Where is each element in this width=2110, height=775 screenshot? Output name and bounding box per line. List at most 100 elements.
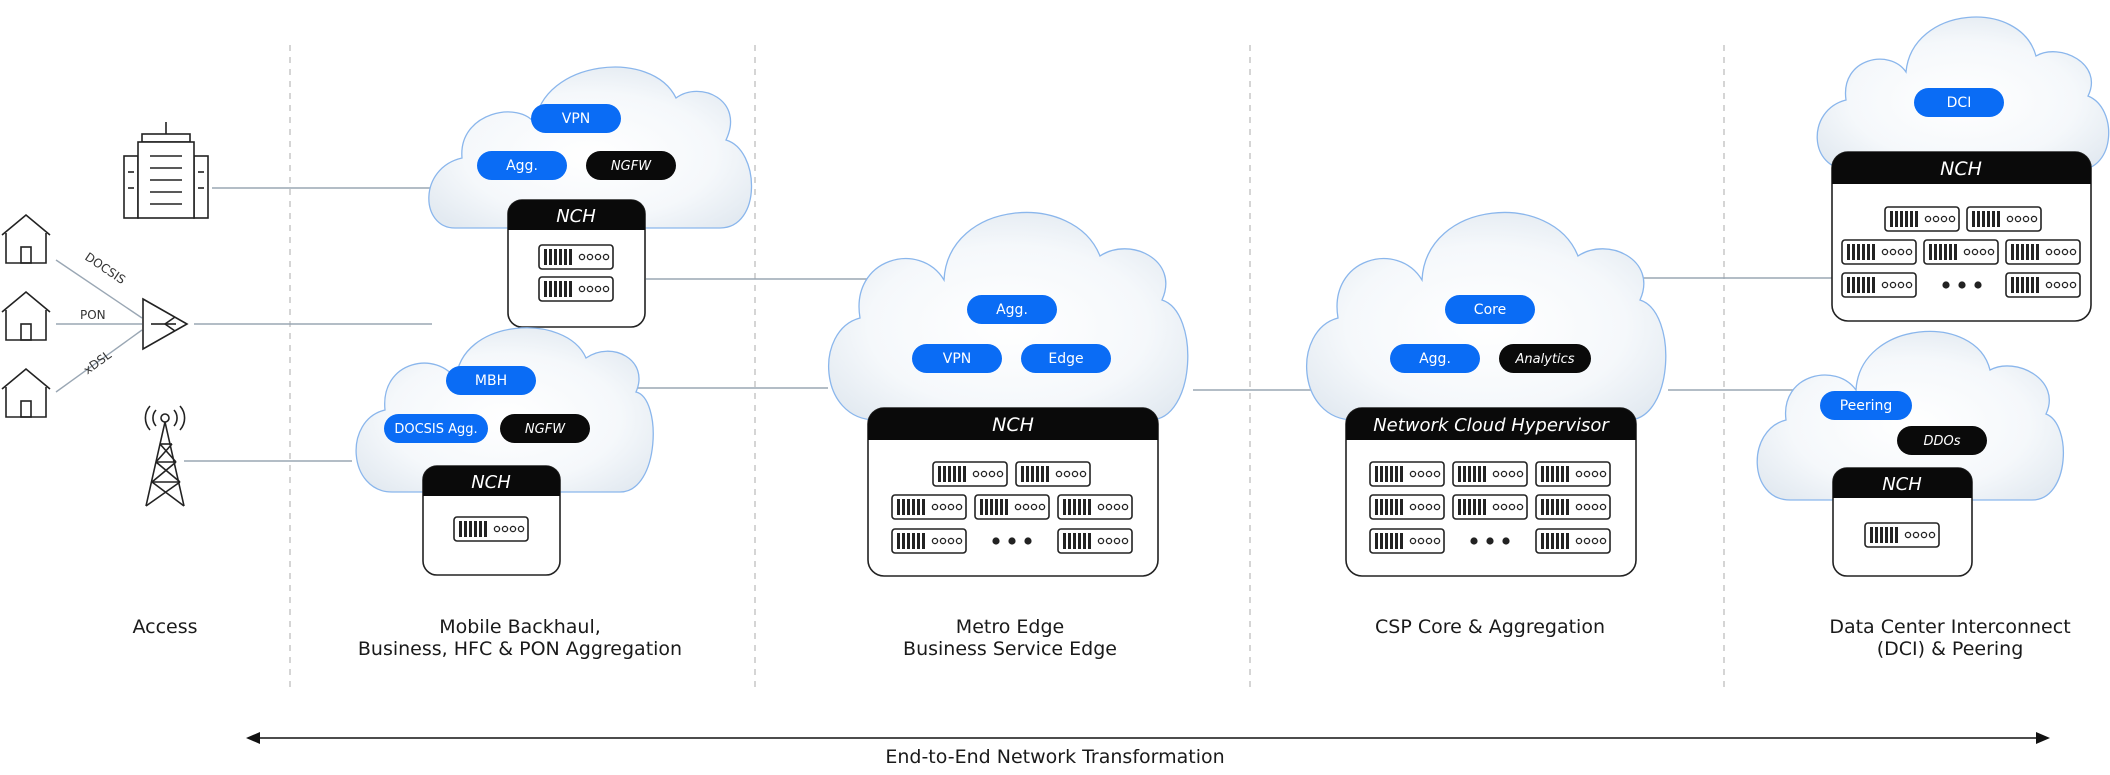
- transformation-arrow: [246, 732, 2050, 744]
- server-icon: [1966, 206, 2042, 232]
- pill-peering: Peering: [1820, 391, 1912, 420]
- ellipsis-icon: [992, 537, 1032, 545]
- server-icon: [1015, 461, 1091, 487]
- pill-agg: Agg.: [967, 295, 1057, 324]
- label-line: (DCI) & Peering: [1876, 638, 2024, 660]
- label-line: Access: [132, 616, 198, 638]
- access-link-lines: [55, 259, 143, 393]
- pill-core: Core: [1445, 295, 1535, 324]
- pill-label: Agg.: [506, 158, 538, 174]
- server-icon: [1923, 239, 1999, 265]
- pill-agg: Agg.: [1390, 344, 1480, 373]
- office-building-icon: [123, 122, 209, 219]
- server-icon: [1369, 461, 1445, 487]
- server-icon: [1452, 461, 1528, 487]
- nch-title: NCH: [1882, 474, 1922, 495]
- label-line: Metro Edge: [955, 616, 1065, 638]
- pill-label: Edge: [1048, 351, 1083, 367]
- pill-edge: Edge: [1021, 344, 1111, 373]
- nch-box: NCH: [1832, 467, 1973, 577]
- pill-label: VPN: [562, 111, 591, 127]
- cloud-shape: [1756, 330, 2064, 501]
- server-icon: [974, 494, 1050, 520]
- nch-box: Network Cloud Hypervisor: [1345, 407, 1637, 577]
- pill-label: VPN: [943, 351, 972, 367]
- server-icon: [932, 461, 1008, 487]
- pill-vpn: VPN: [531, 104, 621, 133]
- label-line: Business, HFC & PON Aggregation: [357, 638, 683, 660]
- cloud-shape: [355, 327, 654, 493]
- pill-label: MBH: [475, 373, 507, 389]
- section-label-dci-peering: Data Center Interconnect (DCI) & Peering: [1800, 616, 2100, 660]
- link-label-xdsl: xDSL: [81, 348, 114, 378]
- link-label-pon: PON: [80, 308, 106, 322]
- nch-title: NCH: [992, 414, 1034, 436]
- cloud-mobile-top: VPN Agg. NGFW NCH: [428, 66, 753, 328]
- splitter-icon: [142, 297, 189, 351]
- server-icon: [538, 244, 614, 270]
- nch-title: NCH: [471, 472, 511, 493]
- label-line: CSP Core & Aggregation: [1375, 616, 1605, 638]
- server-icon: [1452, 494, 1528, 520]
- pill-label: Peering: [1840, 398, 1893, 414]
- server-icon: [1535, 528, 1611, 554]
- pill-docsis-agg: DOCSIS Agg.: [384, 414, 488, 443]
- pill-ddos: DDOs: [1897, 426, 1987, 455]
- server-icon: [453, 516, 529, 542]
- server-icon: [2005, 272, 2081, 298]
- cloud-core: Core Agg. Analytics Network Cloud Hyperv…: [1306, 212, 1667, 577]
- pill-label: DCI: [1947, 95, 1972, 111]
- cloud-shape: [428, 66, 753, 229]
- nch-box: NCH: [422, 465, 561, 576]
- house-icon: [1, 368, 51, 418]
- house-icon: [1, 214, 51, 264]
- cloud-mobile-bottom: MBH DOCSIS Agg. NGFW NCH: [355, 327, 654, 576]
- nch-box: NCH: [1831, 151, 2092, 322]
- server-icon: [1369, 528, 1445, 554]
- server-icon: [1864, 522, 1940, 548]
- pill-dci: DCI: [1914, 88, 2004, 117]
- label-line: Business Service Edge: [903, 638, 1117, 660]
- server-icon: [538, 276, 614, 302]
- nch-box: NCH: [867, 407, 1159, 577]
- footer-label: End-to-End Network Transformation: [885, 746, 1225, 768]
- server-icon: [1535, 461, 1611, 487]
- ellipsis-icon: [1942, 281, 1982, 289]
- ellipsis-icon: [1470, 537, 1510, 545]
- pill-label: Agg.: [1419, 351, 1451, 367]
- pill-ngfw: NGFW: [586, 151, 676, 180]
- cell-tower-icon: [144, 405, 186, 507]
- server-icon: [891, 494, 967, 520]
- server-icon: [1057, 528, 1133, 554]
- cloud-peering: Peering DDOs NCH: [1756, 330, 2064, 577]
- cloud-dci: DCI NCH: [1816, 16, 2110, 322]
- label-line: Mobile Backhaul,: [439, 616, 601, 638]
- server-icon: [891, 528, 967, 554]
- section-label-mobile-backhaul: Mobile Backhaul, Business, HFC & PON Agg…: [340, 616, 700, 660]
- pill-vpn: VPN: [912, 344, 1002, 373]
- server-icon: [1057, 494, 1133, 520]
- section-label-metro-edge: Metro Edge Business Service Edge: [860, 616, 1160, 660]
- pill-agg: Agg.: [477, 151, 567, 180]
- pill-label: Analytics: [1514, 352, 1574, 367]
- cloud-metro: Agg. VPN Edge NCH: [828, 212, 1189, 577]
- house-icon: [1, 291, 51, 341]
- server-icon: [1535, 494, 1611, 520]
- nch-box: NCH: [507, 199, 646, 328]
- section-label-csp-core: CSP Core & Aggregation: [1340, 616, 1640, 638]
- pill-label: DOCSIS Agg.: [394, 422, 477, 437]
- pill-label: Core: [1474, 302, 1506, 318]
- server-icon: [1884, 206, 1960, 232]
- nch-title: NCH: [556, 206, 596, 227]
- server-icon: [1841, 239, 1917, 265]
- server-icon: [1369, 494, 1445, 520]
- pill-analytics: Analytics: [1499, 344, 1591, 373]
- pill-ngfw: NGFW: [500, 414, 590, 443]
- pill-label: NGFW: [611, 159, 652, 174]
- nch-title: NCH: [1940, 158, 1982, 180]
- section-label-access: Access: [95, 616, 235, 638]
- link-label-docsis: DOCSIS: [82, 250, 128, 287]
- label-line: Data Center Interconnect: [1829, 616, 2071, 638]
- server-icon: [2005, 239, 2081, 265]
